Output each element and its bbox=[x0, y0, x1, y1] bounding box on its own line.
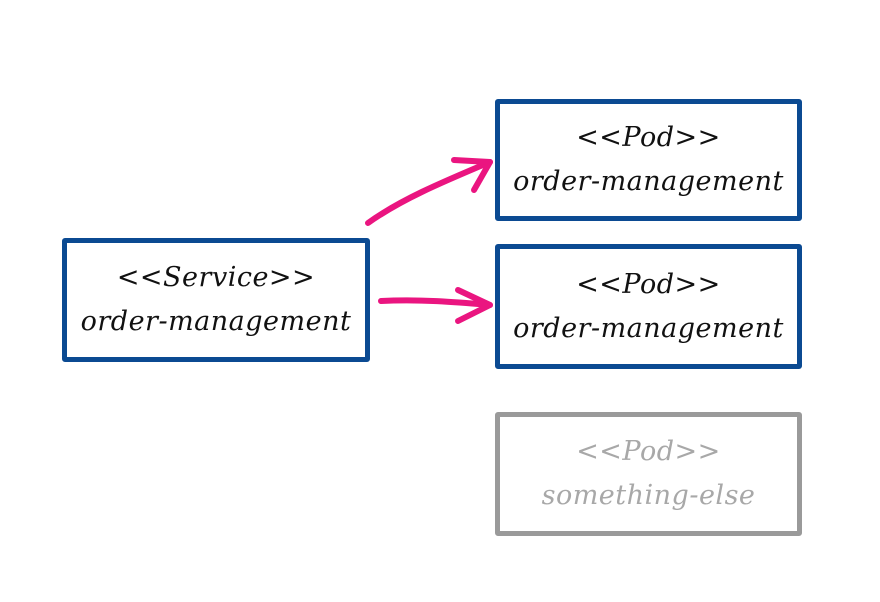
arrow-service-to-pod-2 bbox=[378, 287, 493, 324]
pod-1-stereotype: <<Pod>> bbox=[576, 122, 721, 153]
pod-2-stereotype: <<Pod>> bbox=[576, 268, 721, 300]
pod-box-1: <<Pod>> order-management bbox=[495, 99, 802, 221]
arrow-1-shaft bbox=[365, 159, 493, 226]
service-box: <<Service>> order-management bbox=[62, 238, 370, 362]
pod-2-name: order-management bbox=[513, 312, 784, 344]
service-name: order-management bbox=[80, 306, 352, 337]
arrow-service-to-pod-1 bbox=[365, 157, 493, 226]
arrow-2-head bbox=[455, 287, 493, 324]
pod-box-2: <<Pod>> order-management bbox=[495, 244, 802, 369]
arrow-1-head bbox=[451, 157, 493, 193]
pod-3-stereotype: <<Pod>> bbox=[576, 436, 721, 467]
pod-1-name: order-management bbox=[513, 166, 784, 197]
pod-box-3-unselected: <<Pod>> something-else bbox=[495, 412, 802, 536]
pod-3-name: something-else bbox=[541, 480, 756, 511]
service-stereotype: <<Service>> bbox=[116, 262, 316, 293]
arrow-2-shaft bbox=[378, 297, 493, 308]
